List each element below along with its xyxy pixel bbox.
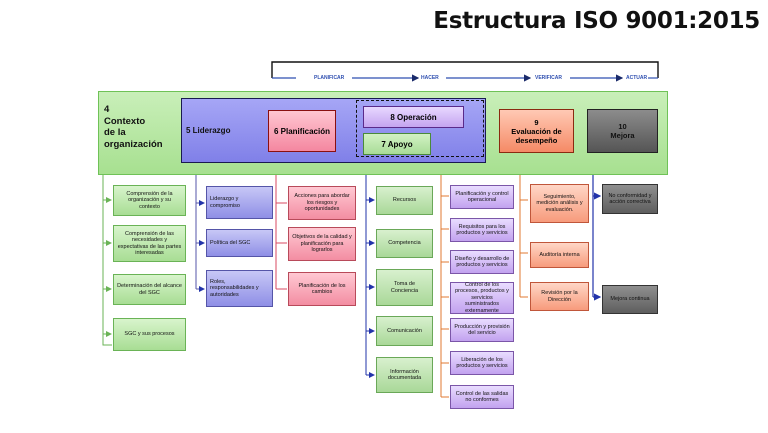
pdca-verificar-label: VERIFICAR xyxy=(535,75,562,81)
apoyo-item: Información documentada xyxy=(376,357,433,393)
planificacion-item: Planificación de los cambios xyxy=(288,272,356,306)
apoyo-item: Recursos xyxy=(376,186,433,215)
planificacion-block: 6 Planificación xyxy=(268,110,336,152)
liderazgo-item: Política del SGC xyxy=(206,229,273,257)
contexto-item: Determinación del alcance del SGC xyxy=(113,274,186,305)
planificacion-item: Acciones para abordar los riesgos y opor… xyxy=(288,186,356,220)
mejora-item: No conformidad y acción correctiva xyxy=(602,184,658,214)
operacion-block: 8 Operación xyxy=(363,106,464,128)
contexto-item: SGC y sus procesos xyxy=(113,318,186,351)
evaluacion-item: Auditoría interna xyxy=(530,242,589,268)
operacion-item: Liberación de los productos y servicios xyxy=(450,351,514,375)
apoyo-item: Toma de Conciencia xyxy=(376,269,433,306)
operacion-item: Producción y provisión del servicio xyxy=(450,318,514,342)
liderazgo-item: Liderazgo y compromiso xyxy=(206,186,273,219)
planificacion-item: Objetivos de la calidad y planificación … xyxy=(288,227,356,261)
operacion-item: Planificación y control operacional xyxy=(450,185,514,209)
evaluacion-item: Seguimiento, medición análisis y evaluac… xyxy=(530,184,589,223)
pdca-actuar-label: ACTUAR xyxy=(626,75,648,81)
page-title: Estructura ISO 9001:2015 xyxy=(433,8,760,34)
contexto-item: Comprensión de la organización y su cont… xyxy=(113,185,186,216)
mejora-item: Mejora continua xyxy=(602,285,658,314)
operacion-item: Control de los procesos, productos y ser… xyxy=(450,282,514,314)
apoyo-item: Comunicación xyxy=(376,316,433,346)
operacion-item: Requisitos para los productos y servicio… xyxy=(450,218,514,242)
operacion-item: Control de las salidas no conformes xyxy=(450,385,514,409)
liderazgo-item: Roles, responsabilidades y autoridades xyxy=(206,270,273,307)
pdca-hacer-label: HACER xyxy=(421,75,439,81)
evaluacion-item: Revisión por la Dirección xyxy=(530,282,589,311)
pdca-planificar-label: PLANIFICAR xyxy=(314,75,345,81)
contexto-label: 4 Contexto de la organización xyxy=(104,104,163,150)
apoyo-item: Competencia xyxy=(376,229,433,258)
operacion-apoyo-group xyxy=(356,100,484,157)
liderazgo-label: 5 Liderazgo xyxy=(186,126,231,135)
apoyo-block: 7 Apoyo xyxy=(363,133,431,155)
operacion-item: Diseño y desarrollo de productos y servi… xyxy=(450,250,514,274)
contexto-item: Comprensión de las necesidades y expecta… xyxy=(113,225,186,262)
